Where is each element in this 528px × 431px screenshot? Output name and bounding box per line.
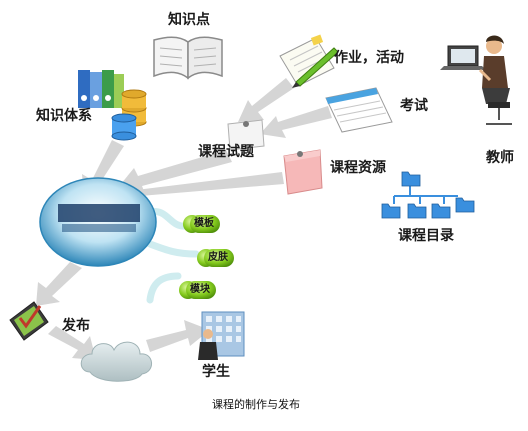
label-knowledge-system: 知识体系 [36, 108, 92, 124]
arrow-notepad-to-exercise [238, 78, 294, 122]
figure-caption: 课程的制作与发布 [212, 398, 300, 411]
notepad-pencil-icon [279, 34, 339, 88]
pill-skin[interactable] [197, 249, 234, 267]
arrow-globe-to-publish [36, 262, 82, 306]
label-publish: 发布 [62, 318, 90, 334]
pink-note-icon [283, 149, 323, 195]
arrow-publish-to-cloud [48, 326, 96, 360]
label-teacher: 教师 [486, 150, 514, 166]
label-knowledge-point: 知识点 [168, 12, 210, 28]
arrow-cloud-to-student [146, 320, 210, 352]
label-exam: 考试 [400, 98, 428, 114]
course-globe-icon [39, 177, 157, 267]
teacher-at-computer-icon [440, 35, 512, 125]
label-course-catalog: 课程目录 [398, 228, 454, 244]
pinned-note-icon [227, 119, 265, 151]
label-homework-activity: 作业，活动 [334, 50, 404, 66]
book-icon [153, 36, 223, 80]
arrow-exam-to-exercise [260, 106, 332, 138]
publish-board-icon [9, 301, 49, 341]
label-course-resource: 课程资源 [330, 160, 386, 176]
binders-database-icon [78, 70, 147, 141]
exam-paper-icon [325, 87, 393, 133]
arrows [36, 78, 332, 360]
arrow-exercise-to-globe [116, 150, 232, 196]
pill-skin-label: 皮肤 [208, 252, 228, 263]
arrow-resource-to-globe [110, 172, 284, 206]
folder-tree-icon [381, 171, 475, 219]
cloud-icon [80, 341, 152, 382]
label-student: 学生 [202, 364, 230, 380]
label-course-exercise: 课程试题 [198, 144, 254, 160]
pill-module[interactable] [179, 281, 216, 299]
pill-template[interactable] [183, 215, 220, 233]
pill-module-label: 模块 [190, 284, 210, 295]
pill-template-label: 模板 [194, 218, 214, 229]
student-building-icon [198, 311, 245, 360]
